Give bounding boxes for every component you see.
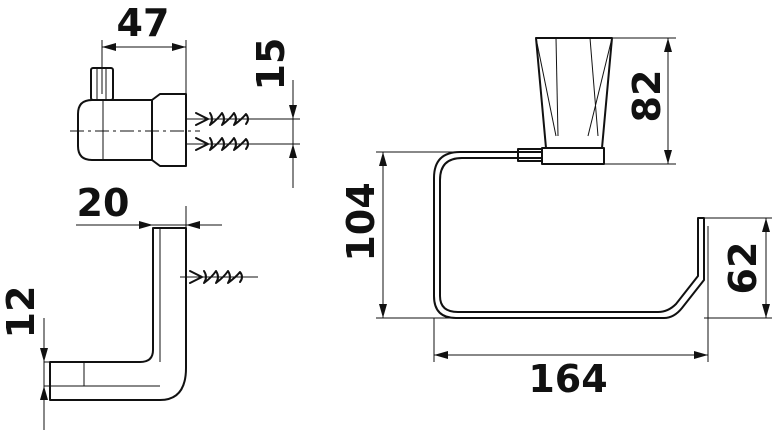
dimension-164 <box>433 226 709 362</box>
top-view: 47 15 <box>70 1 300 188</box>
front-view-ring-outer <box>433 151 705 319</box>
side-view-profile <box>49 227 187 401</box>
front-view-collar <box>541 147 605 165</box>
dimension-82 <box>604 37 676 165</box>
dimension-47 <box>101 40 187 94</box>
dimension-104 <box>376 151 520 319</box>
dimension-label-62: 62 <box>721 242 765 295</box>
dimension-label-82: 82 <box>625 70 669 123</box>
dimension-label-164: 164 <box>528 357 607 401</box>
dimension-label-47: 47 <box>117 1 170 45</box>
wall-anchor-lower <box>186 137 300 151</box>
wall-anchor-side <box>180 270 258 284</box>
dimension-20 <box>76 206 222 229</box>
dimension-15 <box>289 80 297 188</box>
dimension-label-12: 12 <box>0 286 43 339</box>
dimension-62 <box>704 217 772 319</box>
wall-anchor-upper <box>186 112 300 126</box>
dimension-12 <box>40 318 56 430</box>
top-view-flange <box>151 93 187 167</box>
front-view-ring-joint <box>517 148 543 162</box>
dimension-label-20: 20 <box>77 181 130 225</box>
dimension-label-15: 15 <box>249 38 293 91</box>
dimension-label-104: 104 <box>339 182 383 261</box>
top-view-body <box>77 99 153 161</box>
side-view: 20 12 <box>0 181 258 430</box>
front-view: 82 104 62 164 <box>339 37 772 401</box>
